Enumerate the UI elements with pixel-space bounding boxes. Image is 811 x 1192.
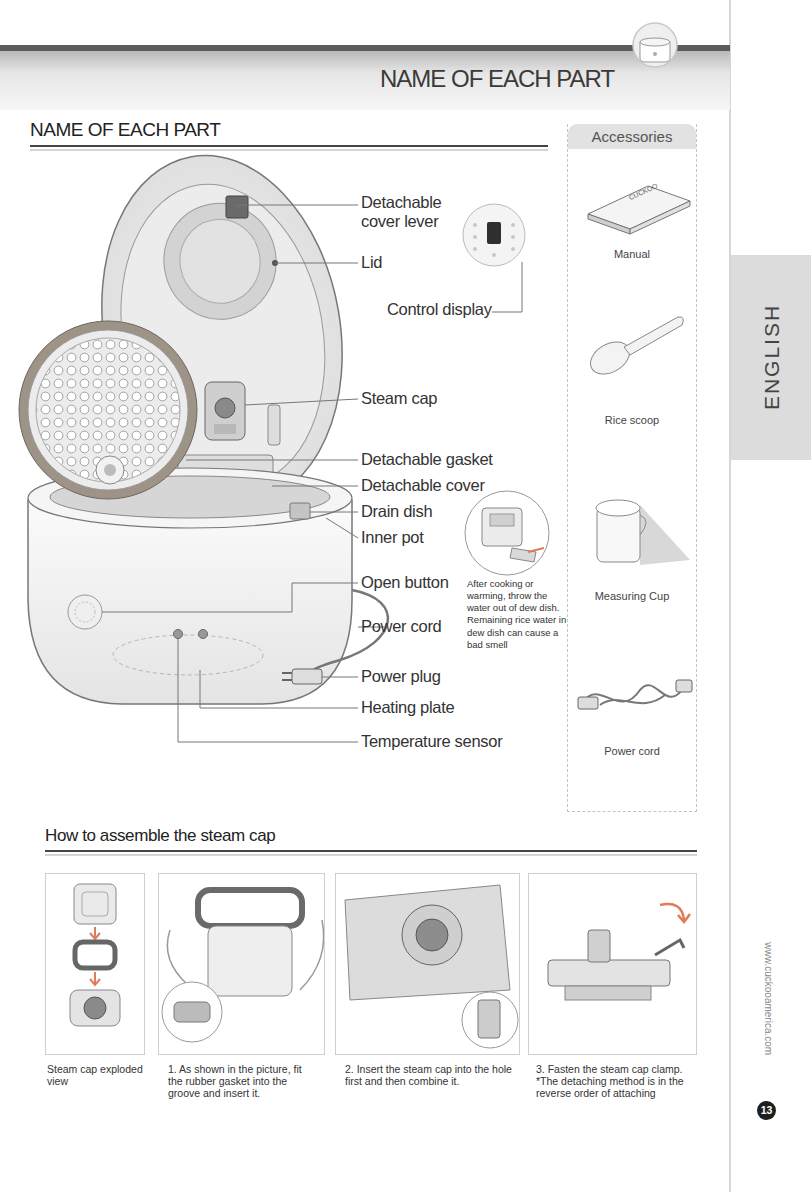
language-tab: ENGLISH <box>731 255 811 460</box>
part-label: Lid <box>361 253 382 272</box>
step-frame <box>528 873 697 1055</box>
header-band: NAME OF EACH PART <box>0 45 730 110</box>
section-heading: How to assemble the steam cap <box>45 826 275 846</box>
accessory-label: Manual <box>567 248 697 261</box>
step-frame <box>45 873 145 1055</box>
node-text: Accessories <box>568 124 696 149</box>
step-frame <box>158 873 325 1055</box>
step-panel: 3. Fasten the steam cap clamp. *The deta… <box>528 873 697 1118</box>
node-text: 2. Insert the steam cap into the hole fi… <box>345 1063 513 1087</box>
part-label: Detachable cover <box>361 476 485 495</box>
node-text: ENGLISH <box>757 255 787 460</box>
accessory-label: Rice scoop <box>567 414 697 427</box>
page-number-badge: 13 <box>757 1101 776 1120</box>
part-label: Drain dish <box>361 502 432 521</box>
website-url: www.cuckooamerica.com <box>762 934 774 1064</box>
accessory-label: Power cord <box>567 745 697 758</box>
header-icon <box>0 0 811 120</box>
part-label: Heating plate <box>361 698 454 717</box>
step-panel: Steam cap exploded view <box>45 873 145 1118</box>
step-panel: 2. Insert the steam cap into the hole fi… <box>335 873 520 1118</box>
accessory-label: Measuring Cup <box>567 590 697 603</box>
node-text: 3. Fasten the steam cap clamp. *The deta… <box>536 1063 694 1099</box>
part-label: Detachable cover lever <box>361 193 473 231</box>
part-label: Detachable gasket <box>361 450 493 469</box>
part-label: Control display <box>387 300 492 319</box>
part-label: Power plug <box>361 667 441 686</box>
step-panel: 1. As shown in the picture, fit the rubb… <box>158 873 325 1118</box>
part-label: Steam cap <box>361 389 437 408</box>
step-frame <box>335 873 520 1055</box>
node-text: 1. As shown in the picture, fit the rubb… <box>168 1063 318 1099</box>
part-label: Power cord <box>361 617 441 636</box>
part-label: Inner pot <box>361 528 423 547</box>
accessories-panel: Accessories <box>567 124 697 812</box>
node-text: NAME OF EACH PART <box>380 65 614 93</box>
section-title: NAME OF EACH PART <box>30 119 220 141</box>
node-text: 13 <box>757 1101 776 1120</box>
dew-dish-note: After cooking or warming, throw the wate… <box>467 578 567 651</box>
node-text: Steam cap exploded view <box>47 1063 143 1087</box>
part-label: Temperature sensor <box>361 732 502 751</box>
part-label: Open button <box>361 573 449 592</box>
